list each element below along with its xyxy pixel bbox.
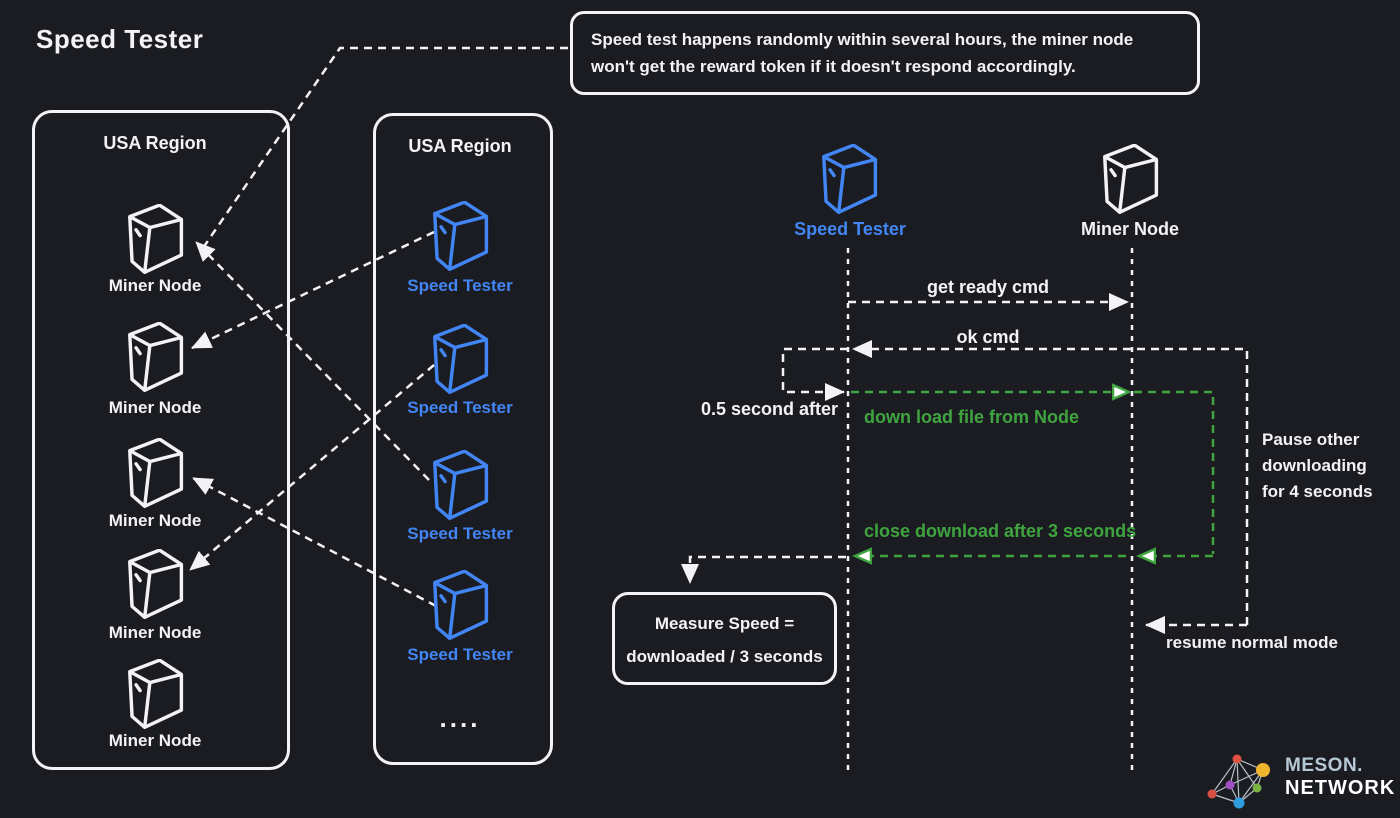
- miner-node-label-4: Miner Node: [108, 623, 202, 642]
- callout-box: Speed test happens randomly within sever…: [570, 11, 1200, 95]
- measure-line-2: downloaded / 3 seconds: [626, 647, 823, 666]
- miner-node-label-5: Miner Node: [108, 731, 202, 750]
- region-1-label: USA Region: [103, 133, 207, 153]
- miner-node-label-3: Miner Node: [108, 511, 202, 530]
- connector-tester-4-to-miner-3: [192, 476, 437, 608]
- meson-logo-glyph: [1207, 754, 1270, 809]
- arrow-to-measure-box: [681, 555, 846, 584]
- logo-text-meson: MESON.: [1285, 755, 1363, 776]
- seq-miner-node-label: Miner Node: [1080, 219, 1179, 239]
- note-pause-downloading: Pause other downloading for 4 seconds: [1262, 427, 1373, 505]
- msg-half-second-after: 0.5 second after: [700, 399, 838, 419]
- connector-callout-to-miner-1: [201, 46, 568, 249]
- green-pause-edge: [1134, 390, 1215, 554]
- arrow-half-second-loop: [781, 347, 848, 401]
- region-2-label: USA Region: [408, 136, 512, 156]
- speed-tester-icon-2: [431, 324, 489, 394]
- msg-download-file: down load file from Node: [864, 407, 1079, 427]
- speed-tester-label-2: Speed Tester: [407, 398, 513, 417]
- arrow-ok-cmd-and-pause-path: [852, 340, 1249, 625]
- miner-node-icon-1: [126, 204, 184, 274]
- speed-tester-label-1: Speed Tester: [407, 276, 513, 295]
- speed-tester-label-4: Speed Tester: [407, 645, 513, 664]
- msg-resume-normal-mode: resume normal mode: [1166, 633, 1338, 652]
- miner-node-icon-4: [126, 549, 184, 619]
- seq-speed-tester-icon: [820, 144, 878, 214]
- measure-line-1: Measure Speed =: [654, 614, 795, 633]
- speed-tester-label-3: Speed Tester: [407, 524, 513, 543]
- pause-note-line-2: downloading: [1262, 456, 1367, 475]
- connector-tester-2-to-miner-4: [189, 364, 435, 571]
- callout-line-1: Speed test happens randomly within sever…: [591, 30, 1134, 49]
- more-testers-ellipsis: ....: [439, 703, 481, 733]
- miner-node-icon-5: [126, 659, 184, 729]
- meson-network-logo: MESON. NETWORK: [1205, 746, 1400, 814]
- miner-node-icon-2: [126, 322, 184, 392]
- pause-note-line-1: Pause other: [1262, 430, 1360, 449]
- region-box-miners: [32, 110, 290, 770]
- speed-tester-icon-3: [431, 450, 489, 520]
- msg-close-download: close download after 3 seconds: [864, 521, 1137, 541]
- speed-tester-icon-4: [431, 570, 489, 640]
- msg-ok-cmd: ok cmd: [956, 327, 1020, 347]
- logo-text-network: NETWORK: [1285, 777, 1396, 799]
- miner-node-label-2: Miner Node: [108, 398, 202, 417]
- miner-node-label-1: Miner Node: [108, 276, 202, 295]
- miner-node-icon-3: [126, 438, 184, 508]
- connector-tester-1-to-miner-2: [191, 230, 435, 350]
- msg-get-ready-cmd: get ready cmd: [926, 277, 1050, 297]
- seq-speed-tester-label: Speed Tester: [794, 219, 906, 239]
- pause-note-line-3: for 4 seconds: [1262, 482, 1373, 501]
- measure-speed-box: Measure Speed = downloaded / 3 seconds: [612, 592, 837, 685]
- region-box-testers: [373, 113, 553, 765]
- page-title: Speed Tester: [36, 24, 204, 54]
- speed-tester-icon-1: [431, 201, 489, 271]
- seq-miner-node-icon: [1101, 144, 1159, 214]
- callout-line-2: won't get the reward token if it doesn't…: [591, 57, 1076, 76]
